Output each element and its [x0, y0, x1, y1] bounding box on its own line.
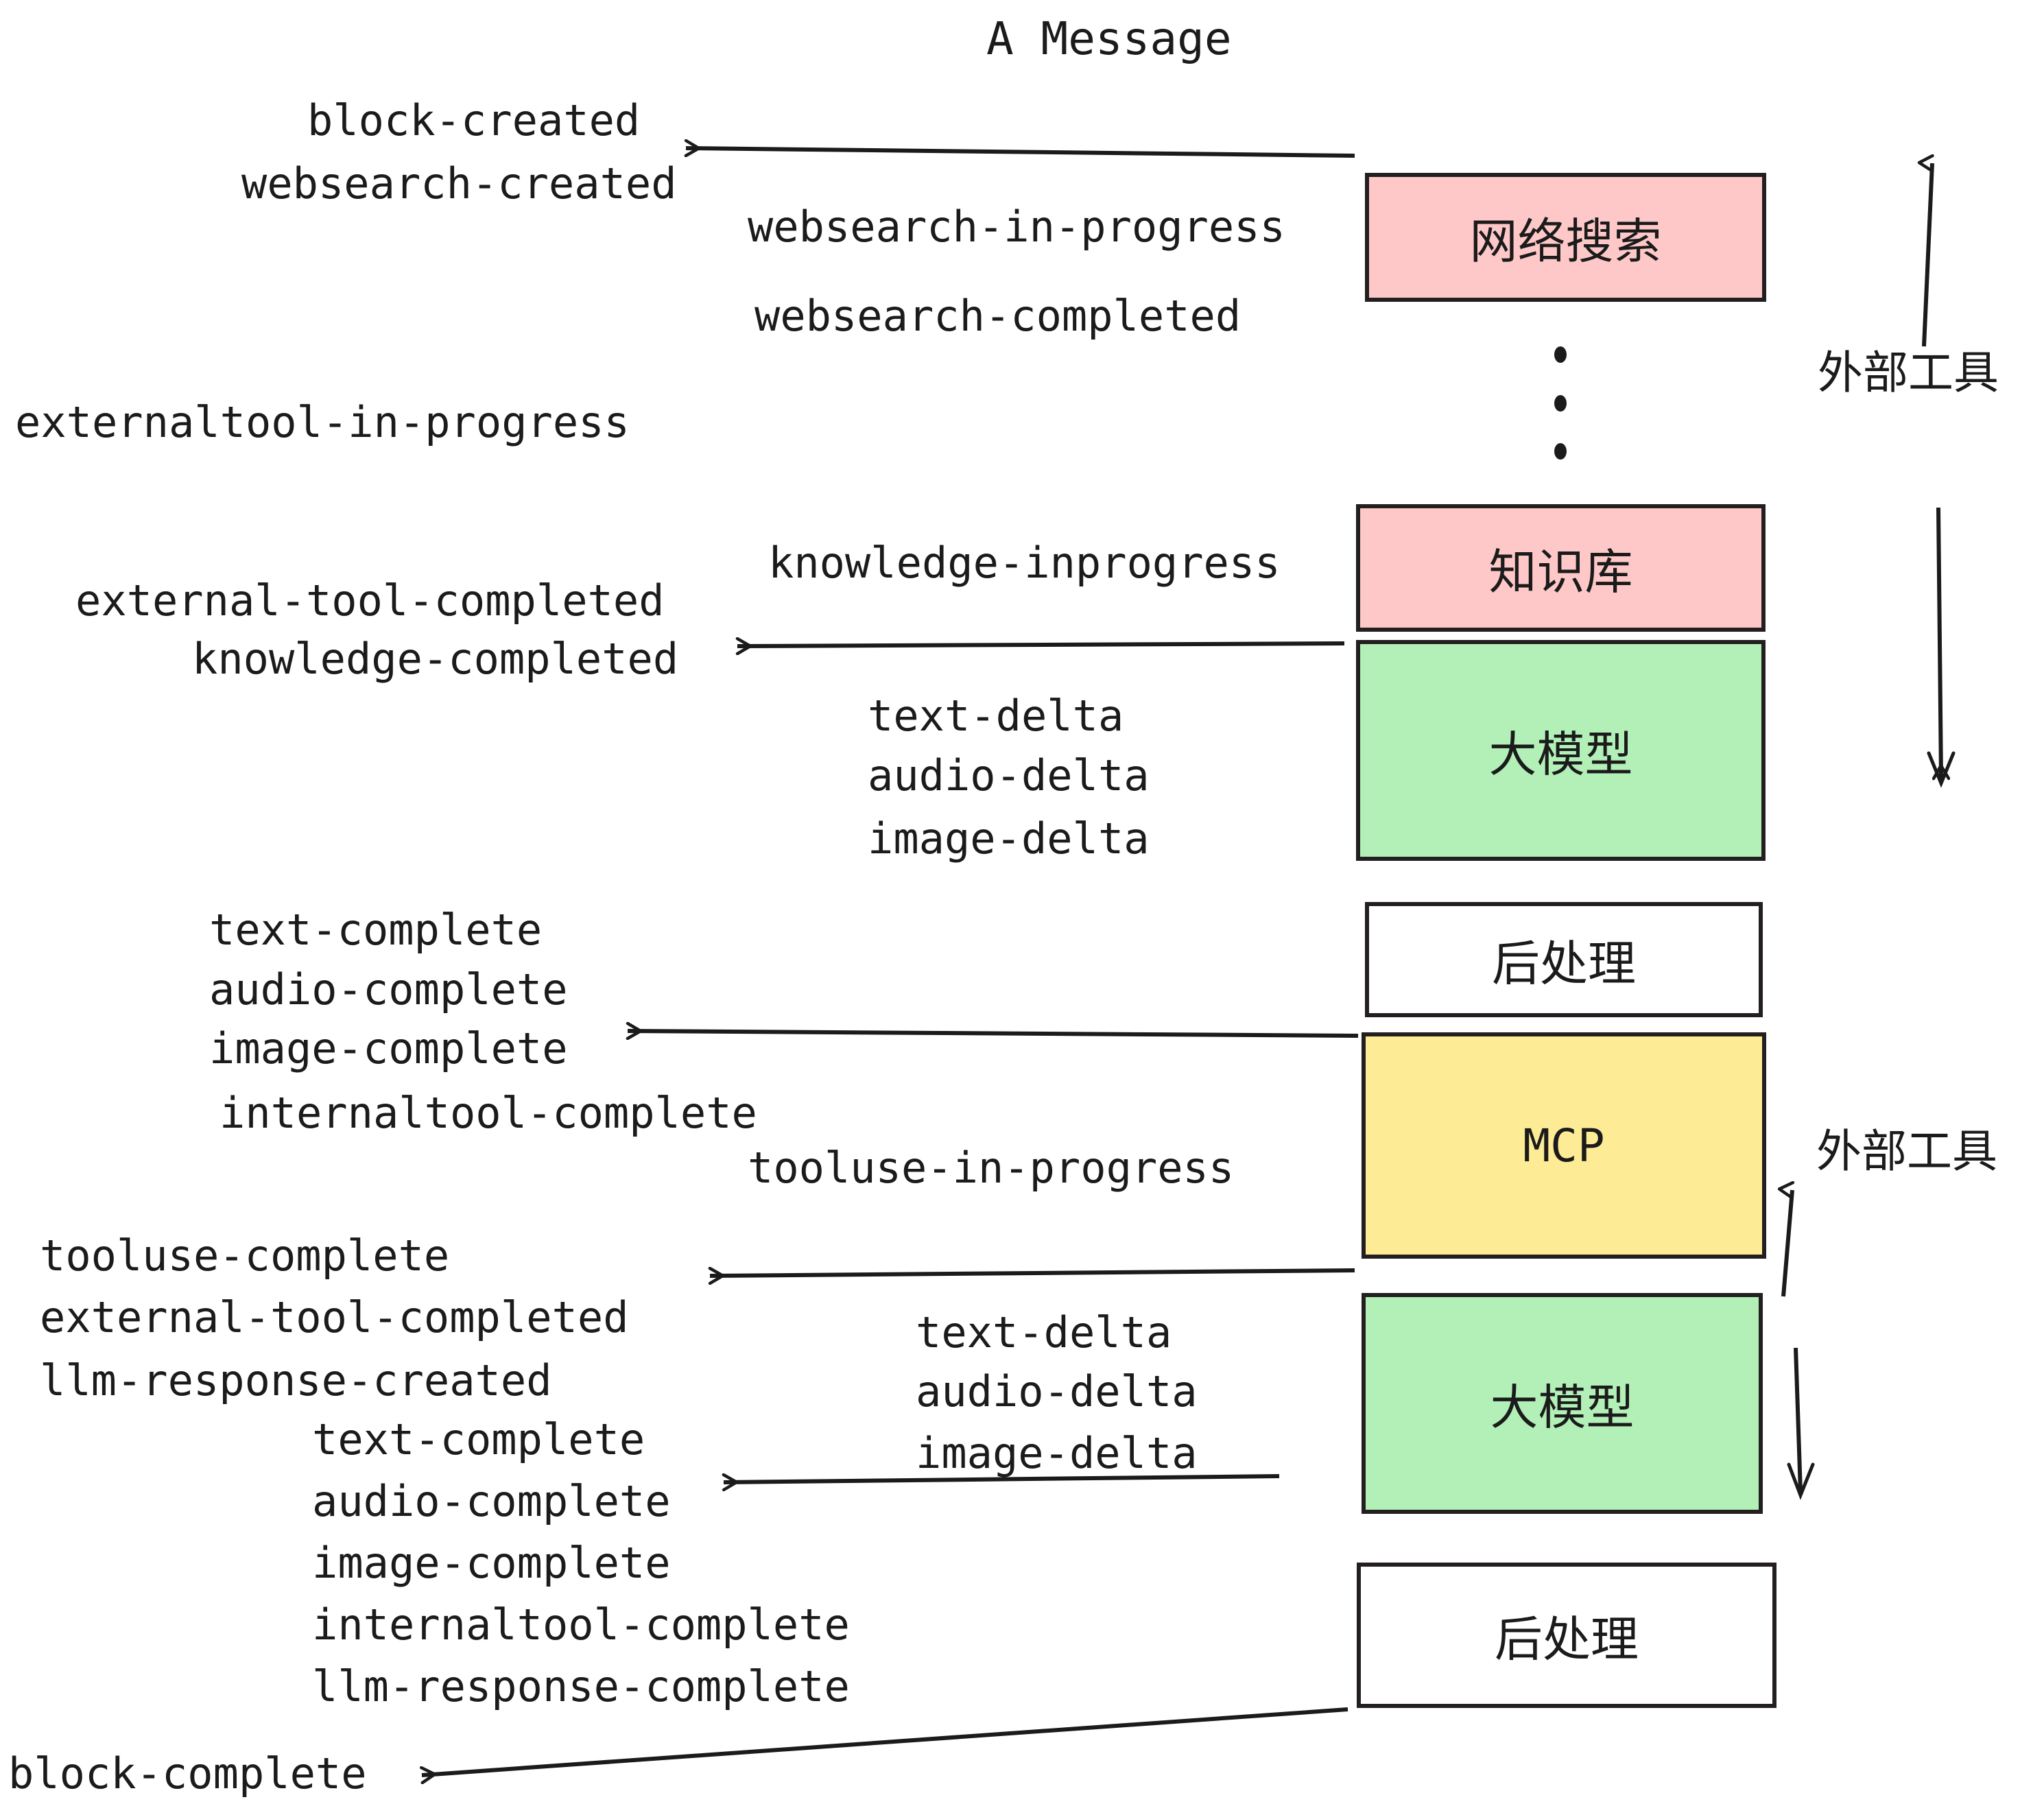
event-external-tool-completed-1: external-tool-completed	[75, 575, 665, 626]
event-image-complete-1: image-complete	[209, 1023, 568, 1073]
box-llm-bottom[interactable]: 大模型	[1362, 1293, 1763, 1514]
event-block-created: block-created	[307, 95, 641, 145]
label-external-tool-top: 外部工具	[1818, 346, 1999, 399]
event-tooluse-complete: tooluse-complete	[40, 1231, 450, 1281]
event-knowledge-inprogress: knowledge-inprogress	[768, 538, 1281, 588]
arrow-external-tool-up-bottom	[1783, 1190, 1792, 1297]
event-text-delta-1: text-delta	[868, 691, 1124, 741]
event-externaltool-in-progress: externaltool-in-progress	[15, 397, 630, 447]
event-external-tool-completed-2: external-tool-completed	[40, 1292, 629, 1342]
diagram-title: A Message	[986, 12, 1232, 65]
event-audio-delta-1: audio-delta	[868, 750, 1150, 800]
box-postprocess-top-label: 后处理	[1492, 935, 1636, 992]
event-image-complete-2: image-complete	[312, 1538, 671, 1588]
event-image-delta-2: image-delta	[916, 1428, 1198, 1478]
box-llm-bottom-label: 大模型	[1490, 1379, 1635, 1436]
arrow-knowledge-to-completed	[737, 643, 1345, 646]
event-websearch-completed: websearch-completed	[754, 291, 1241, 341]
event-audio-complete-1: audio-complete	[209, 964, 568, 1014]
box-knowledge[interactable]: 知识库	[1356, 504, 1766, 632]
event-audio-delta-2: audio-delta	[916, 1366, 1198, 1416]
event-websearch-in-progress: websearch-in-progress	[748, 202, 1285, 252]
arrowhead-external-tool-down-bottom	[1787, 1462, 1815, 1500]
arrow-postprocess-to-blockcomplete	[422, 1707, 1348, 1775]
event-internaltool-complete-1: internaltool-complete	[219, 1088, 757, 1138]
box-mcp-label: MCP	[1523, 1119, 1605, 1172]
event-tooluse-in-progress: tooluse-in-progress	[748, 1143, 1235, 1193]
box-knowledge-label: 知识库	[1488, 543, 1633, 600]
label-external-tool-bottom: 外部工具	[1816, 1125, 1997, 1178]
event-llm-response-complete: llm-response-complete	[312, 1661, 850, 1711]
event-image-delta-1: image-delta	[868, 814, 1150, 864]
box-llm-top-label: 大模型	[1488, 726, 1633, 783]
event-block-complete: block-complete	[8, 1748, 367, 1799]
event-llm-response-created: llm-response-created	[40, 1355, 552, 1405]
vertical-ellipsis	[1554, 346, 1567, 460]
arrowhead-external-tool-down-top	[1927, 751, 1956, 788]
arrow-postprocess-to-imagecomplete	[628, 1031, 1359, 1036]
box-postprocess-bottom[interactable]: 后处理	[1357, 1563, 1776, 1708]
event-text-complete-2: text-complete	[312, 1414, 645, 1464]
arrow-external-tool-down-bottom	[1794, 1347, 1803, 1493]
ellipsis-dot	[1554, 394, 1567, 412]
event-text-complete-1: text-complete	[209, 905, 543, 955]
box-llm-top[interactable]: 大模型	[1356, 640, 1766, 861]
event-audio-complete-2: audio-complete	[312, 1476, 671, 1526]
event-internaltool-complete-2: internaltool-complete	[312, 1600, 850, 1650]
box-mcp[interactable]: MCP	[1362, 1032, 1766, 1259]
box-websearch[interactable]: 网络搜索	[1365, 173, 1766, 302]
event-websearch-created: websearch-created	[241, 158, 677, 209]
box-websearch-label: 网络搜索	[1469, 213, 1662, 270]
arrow-mcp-to-tooluse-complete	[710, 1270, 1355, 1276]
arrow-websearch-to-blockcreated	[686, 148, 1355, 158]
event-text-delta-2: text-delta	[916, 1307, 1172, 1357]
ellipsis-dot	[1554, 443, 1567, 460]
arrow-external-tool-down-top	[1938, 507, 1941, 779]
arrow-external-tool-up-top	[1924, 163, 1934, 347]
ellipsis-dot	[1554, 346, 1567, 363]
box-postprocess-bottom-label: 后处理	[1495, 1611, 1639, 1667]
box-postprocess-top[interactable]: 后处理	[1365, 902, 1763, 1017]
event-knowledge-completed: knowledge-completed	[192, 634, 679, 684]
